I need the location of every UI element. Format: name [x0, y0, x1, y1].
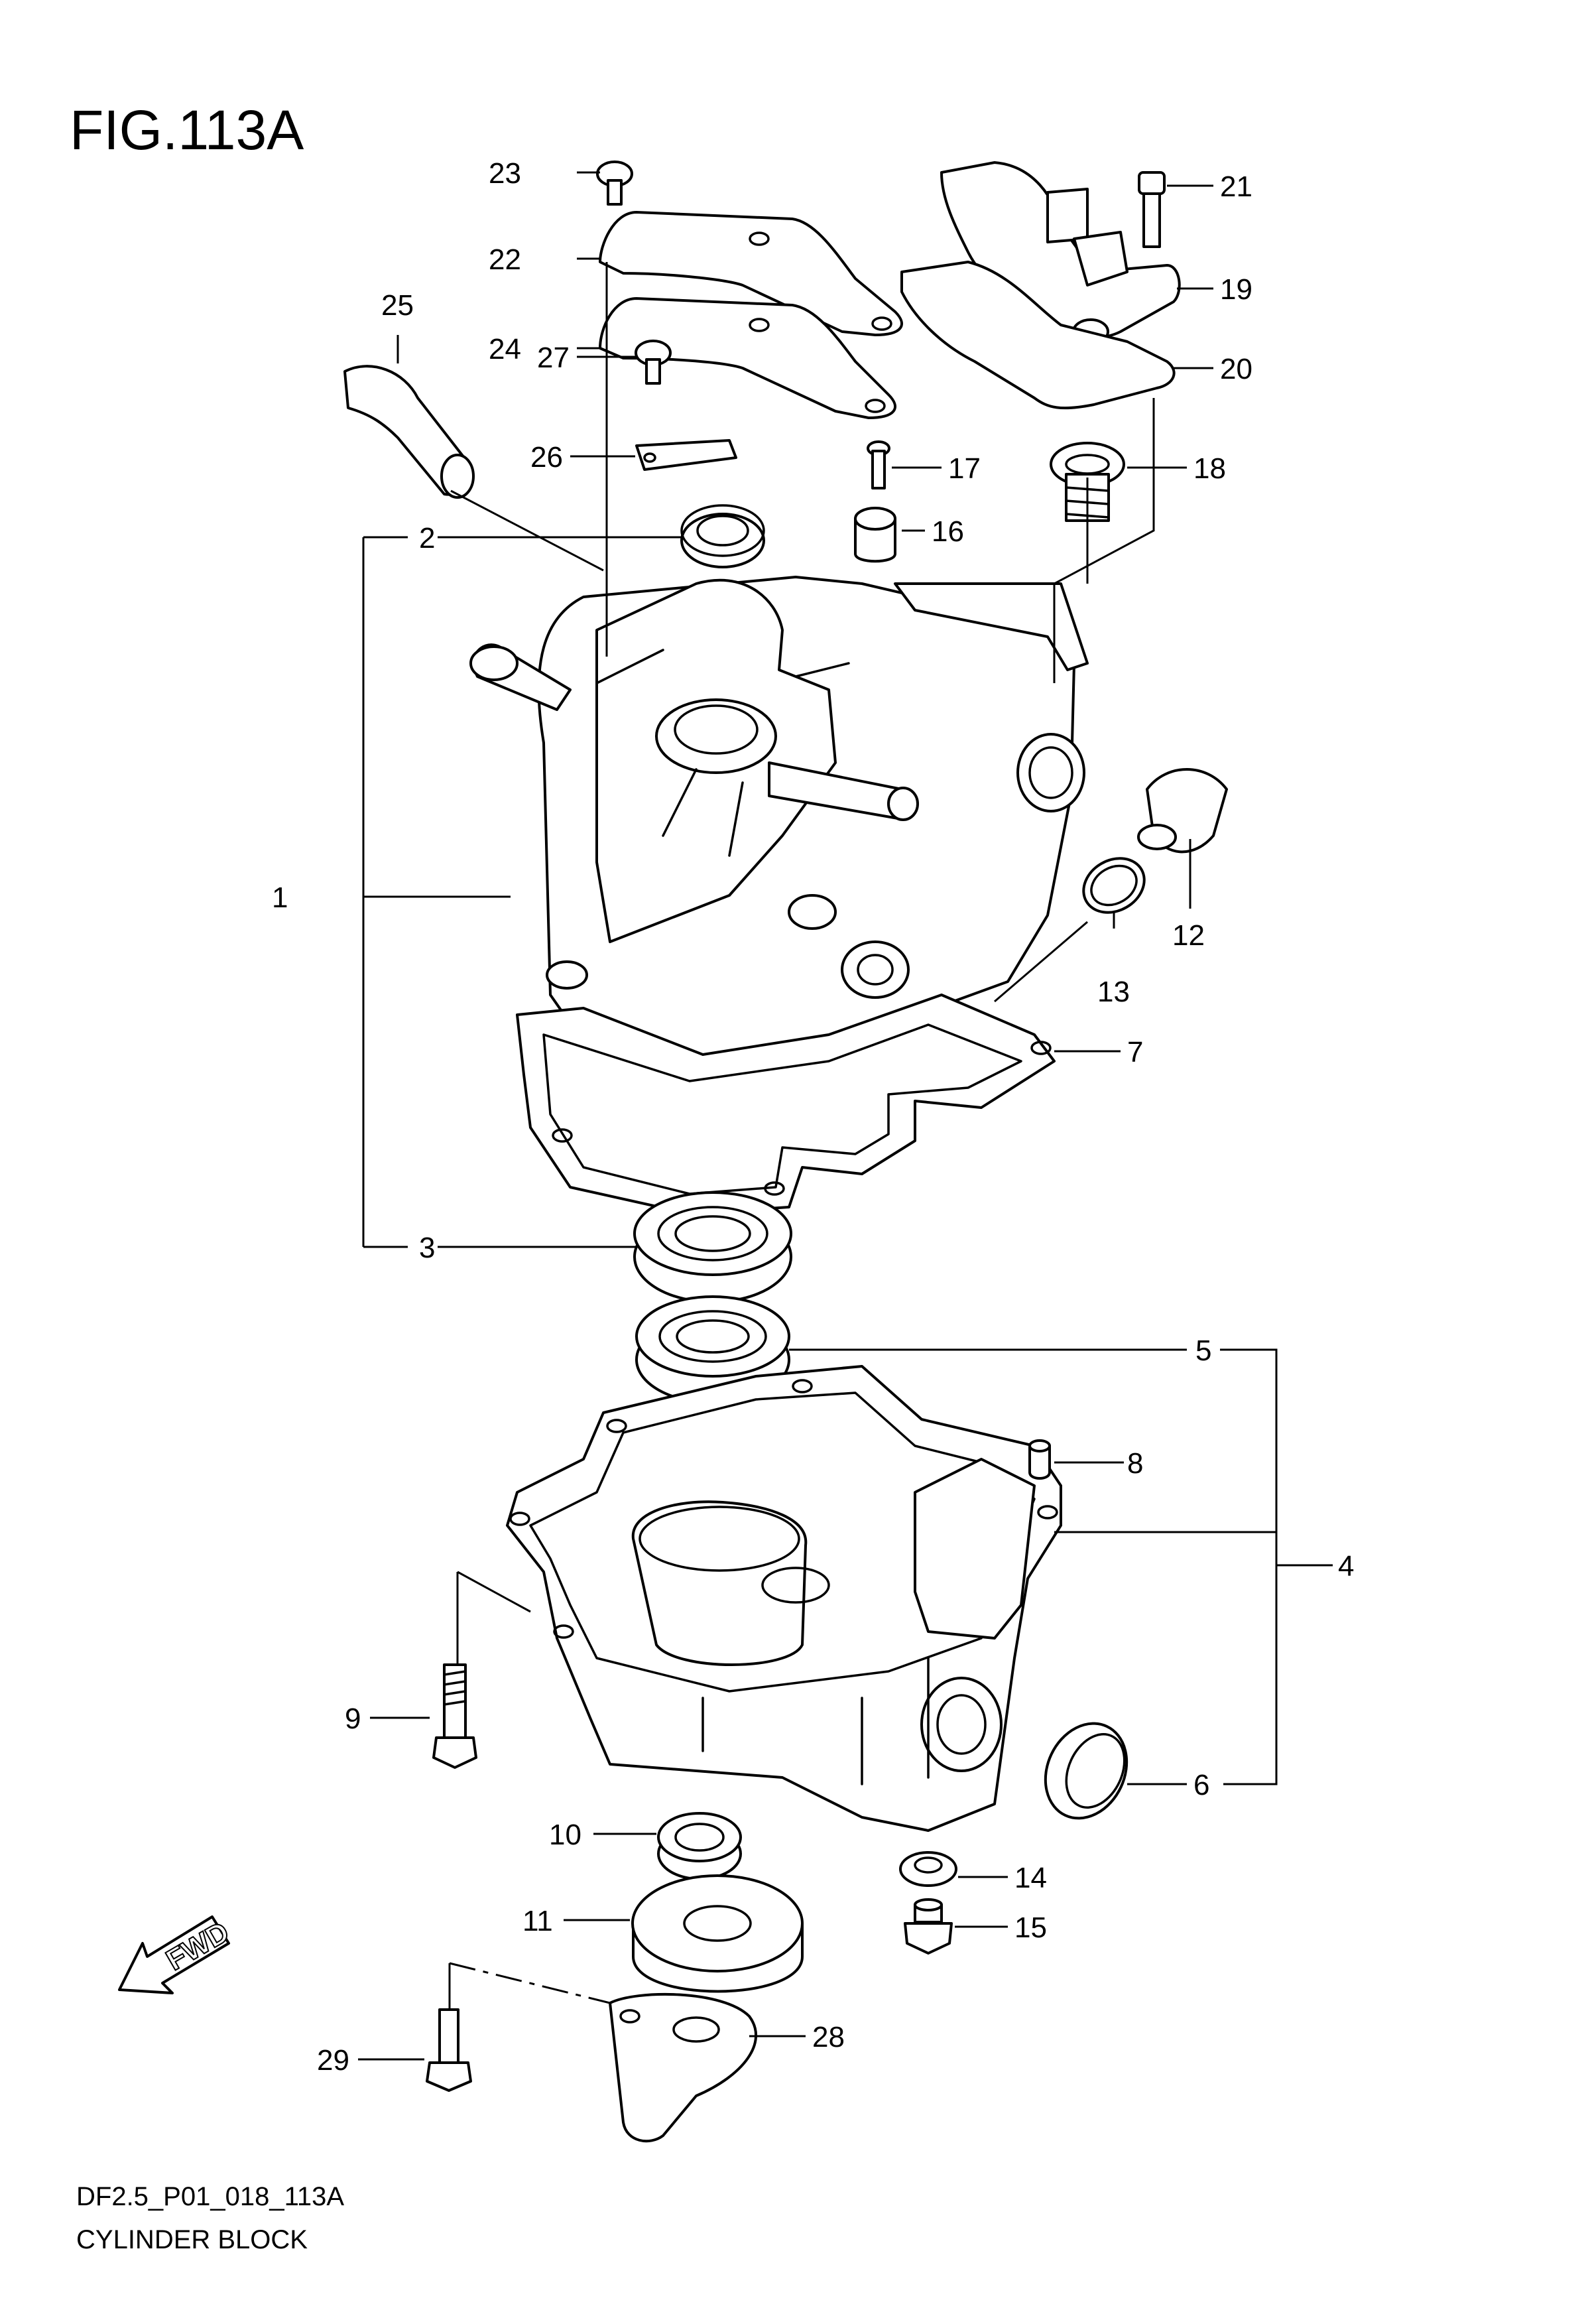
callout-22: 22 — [489, 243, 521, 276]
part-20-gasket — [900, 261, 1176, 410]
callout-21: 21 — [1220, 170, 1252, 203]
part-13-o-ring — [1082, 857, 1146, 914]
callout-1: 1 — [272, 881, 288, 914]
callout-24: 24 — [489, 333, 521, 365]
part-3-bearing — [633, 1191, 792, 1303]
callout-10: 10 — [549, 1819, 581, 1851]
callout-28: 28 — [812, 2021, 845, 2053]
callout-2: 2 — [419, 522, 435, 554]
part-24-gasket — [599, 297, 896, 419]
part-25-hose — [343, 365, 475, 499]
part-4-crankcase — [506, 1365, 1062, 1832]
callout-29: 29 — [317, 2044, 349, 2077]
callout-3: 3 — [419, 1232, 435, 1264]
part-8-dowel-pin — [1028, 1439, 1051, 1480]
callout-14: 14 — [1014, 1862, 1047, 1894]
callout-18: 18 — [1193, 452, 1226, 485]
part-22-cover-plate — [599, 211, 903, 336]
callout-26: 26 — [530, 441, 563, 474]
callout-6: 6 — [1193, 1769, 1209, 1801]
callout-5: 5 — [1195, 1334, 1211, 1367]
callout-15: 15 — [1014, 1911, 1047, 1944]
part-18-thermostat — [1050, 442, 1125, 522]
figure-name: CYLINDER BLOCK — [76, 2225, 308, 2254]
callout-17: 17 — [948, 452, 981, 485]
part-21-bolt — [1138, 171, 1166, 248]
callout-23: 23 — [489, 157, 521, 190]
part-11-cover — [631, 1874, 804, 1993]
callout-27: 27 — [537, 342, 570, 374]
part-17-screw — [867, 440, 890, 489]
leader-lines — [358, 171, 1333, 2061]
callout-19: 19 — [1220, 273, 1252, 306]
callout-20: 20 — [1220, 353, 1252, 385]
callout-12: 12 — [1172, 919, 1205, 952]
part-16-sleeve — [854, 507, 896, 563]
part-10-oil-seal — [657, 1812, 742, 1880]
figure-code: DF2.5_P01_018_113A — [76, 2182, 344, 2211]
callout-7: 7 — [1127, 1036, 1143, 1068]
part-27-screw — [635, 340, 672, 385]
part-2-oil-seal — [680, 504, 765, 568]
part-9-bolt — [432, 1663, 477, 1769]
part-29-bolt — [426, 2008, 472, 2092]
callout-8: 8 — [1127, 1447, 1143, 1480]
callout-16: 16 — [932, 515, 964, 548]
callout-9: 9 — [345, 1703, 361, 1735]
part-15-drain-bolt — [904, 1898, 953, 1955]
part-14-washer — [899, 1851, 957, 1887]
part-12-cap — [1137, 768, 1228, 854]
callout-labels: 23 22 24 27 26 25 2 1 3 16 17 18 21 19 2… — [272, 157, 1354, 2077]
fwd-direction-arrow: FWD — [118, 1915, 235, 1994]
part-26-plate — [635, 439, 737, 471]
callout-25: 25 — [381, 289, 414, 322]
part-23-screw — [596, 161, 633, 206]
part-28-plate — [609, 1992, 758, 2143]
part-1-cylinder-block — [469, 576, 1089, 1089]
callout-4: 4 — [1338, 1550, 1354, 1582]
part-7-gasket — [516, 994, 1056, 1215]
callout-11: 11 — [522, 1905, 553, 1937]
part-6-oil-seal — [1044, 1722, 1128, 1820]
figure-title: FIG.113A — [70, 99, 304, 161]
callout-13: 13 — [1097, 976, 1130, 1008]
